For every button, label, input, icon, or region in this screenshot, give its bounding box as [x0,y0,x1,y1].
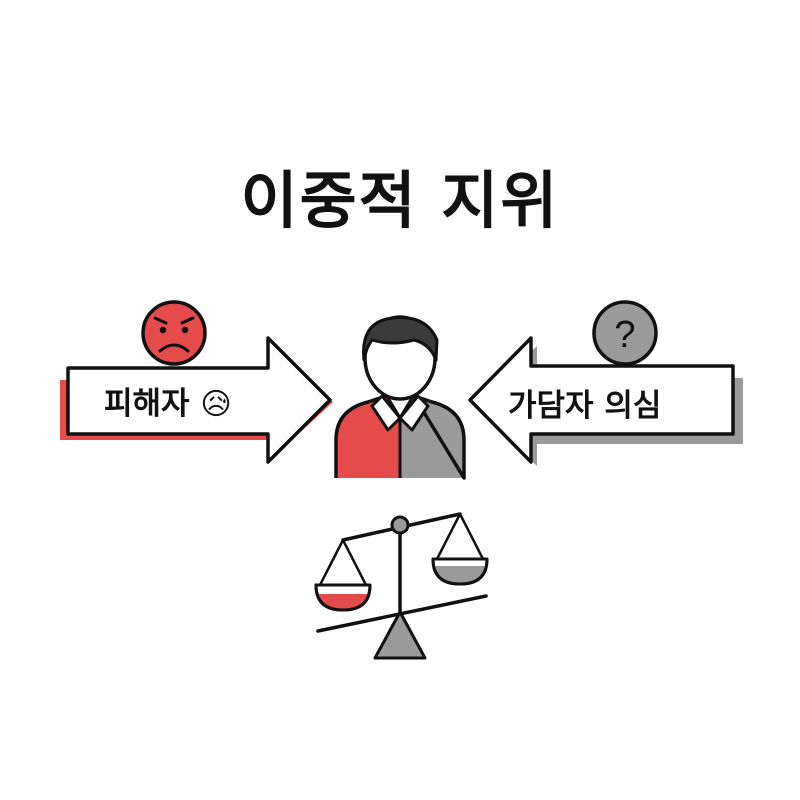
crying-face-emoji: 😥 [200,387,232,422]
victim-arrow-body [66,336,332,464]
sad-face-icon [141,300,207,366]
question-mark-icon: ? [592,300,658,366]
diagram-title: 이중적 지위 [240,164,560,237]
victim-arrow [60,336,333,464]
suspect-label-text: 가담자 의심 [508,388,662,424]
victim-label-text: 피해자 [104,386,190,422]
balance-scale-icon [314,512,489,660]
suspect-arrow [468,336,743,466]
question-badge-text: ? [614,314,635,356]
person-half-red-half-gray-icon [334,315,466,480]
suspect-arrow-body [468,336,735,464]
victim-label: 피해자 😥 [104,378,232,423]
